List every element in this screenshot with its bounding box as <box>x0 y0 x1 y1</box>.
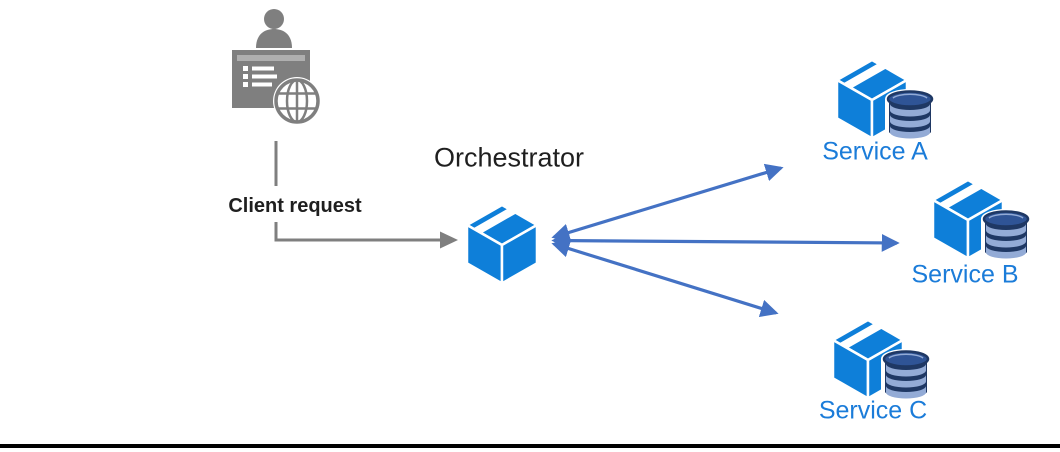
service-a-label: Service A <box>822 137 928 166</box>
service-c-icon <box>833 320 929 399</box>
client-to-orchestrator-arrow <box>274 141 458 249</box>
bottom-border-line <box>0 444 1060 448</box>
client-request-label: Client request <box>228 195 362 217</box>
service-a-icon <box>837 60 933 139</box>
orchestrator-icon <box>465 203 539 285</box>
orchestrator-label: Orchestrator <box>433 142 585 173</box>
person-head-icon <box>264 9 284 29</box>
orchestrator-service-arrows <box>551 163 900 318</box>
orchestrator-service-c-arrow <box>551 239 779 318</box>
service-b-label: Service B <box>911 260 1019 289</box>
orchestrator-service-a-arrow <box>551 163 784 242</box>
list-lines-icon <box>243 66 277 87</box>
person-shoulders-icon <box>256 29 292 48</box>
orchestrator-service-b-arrow <box>551 231 900 252</box>
service-b-icon <box>933 180 1029 259</box>
user-browser-globe-icon <box>232 9 321 125</box>
globe-icon <box>273 77 321 125</box>
service-c-label: Service C <box>818 396 928 425</box>
